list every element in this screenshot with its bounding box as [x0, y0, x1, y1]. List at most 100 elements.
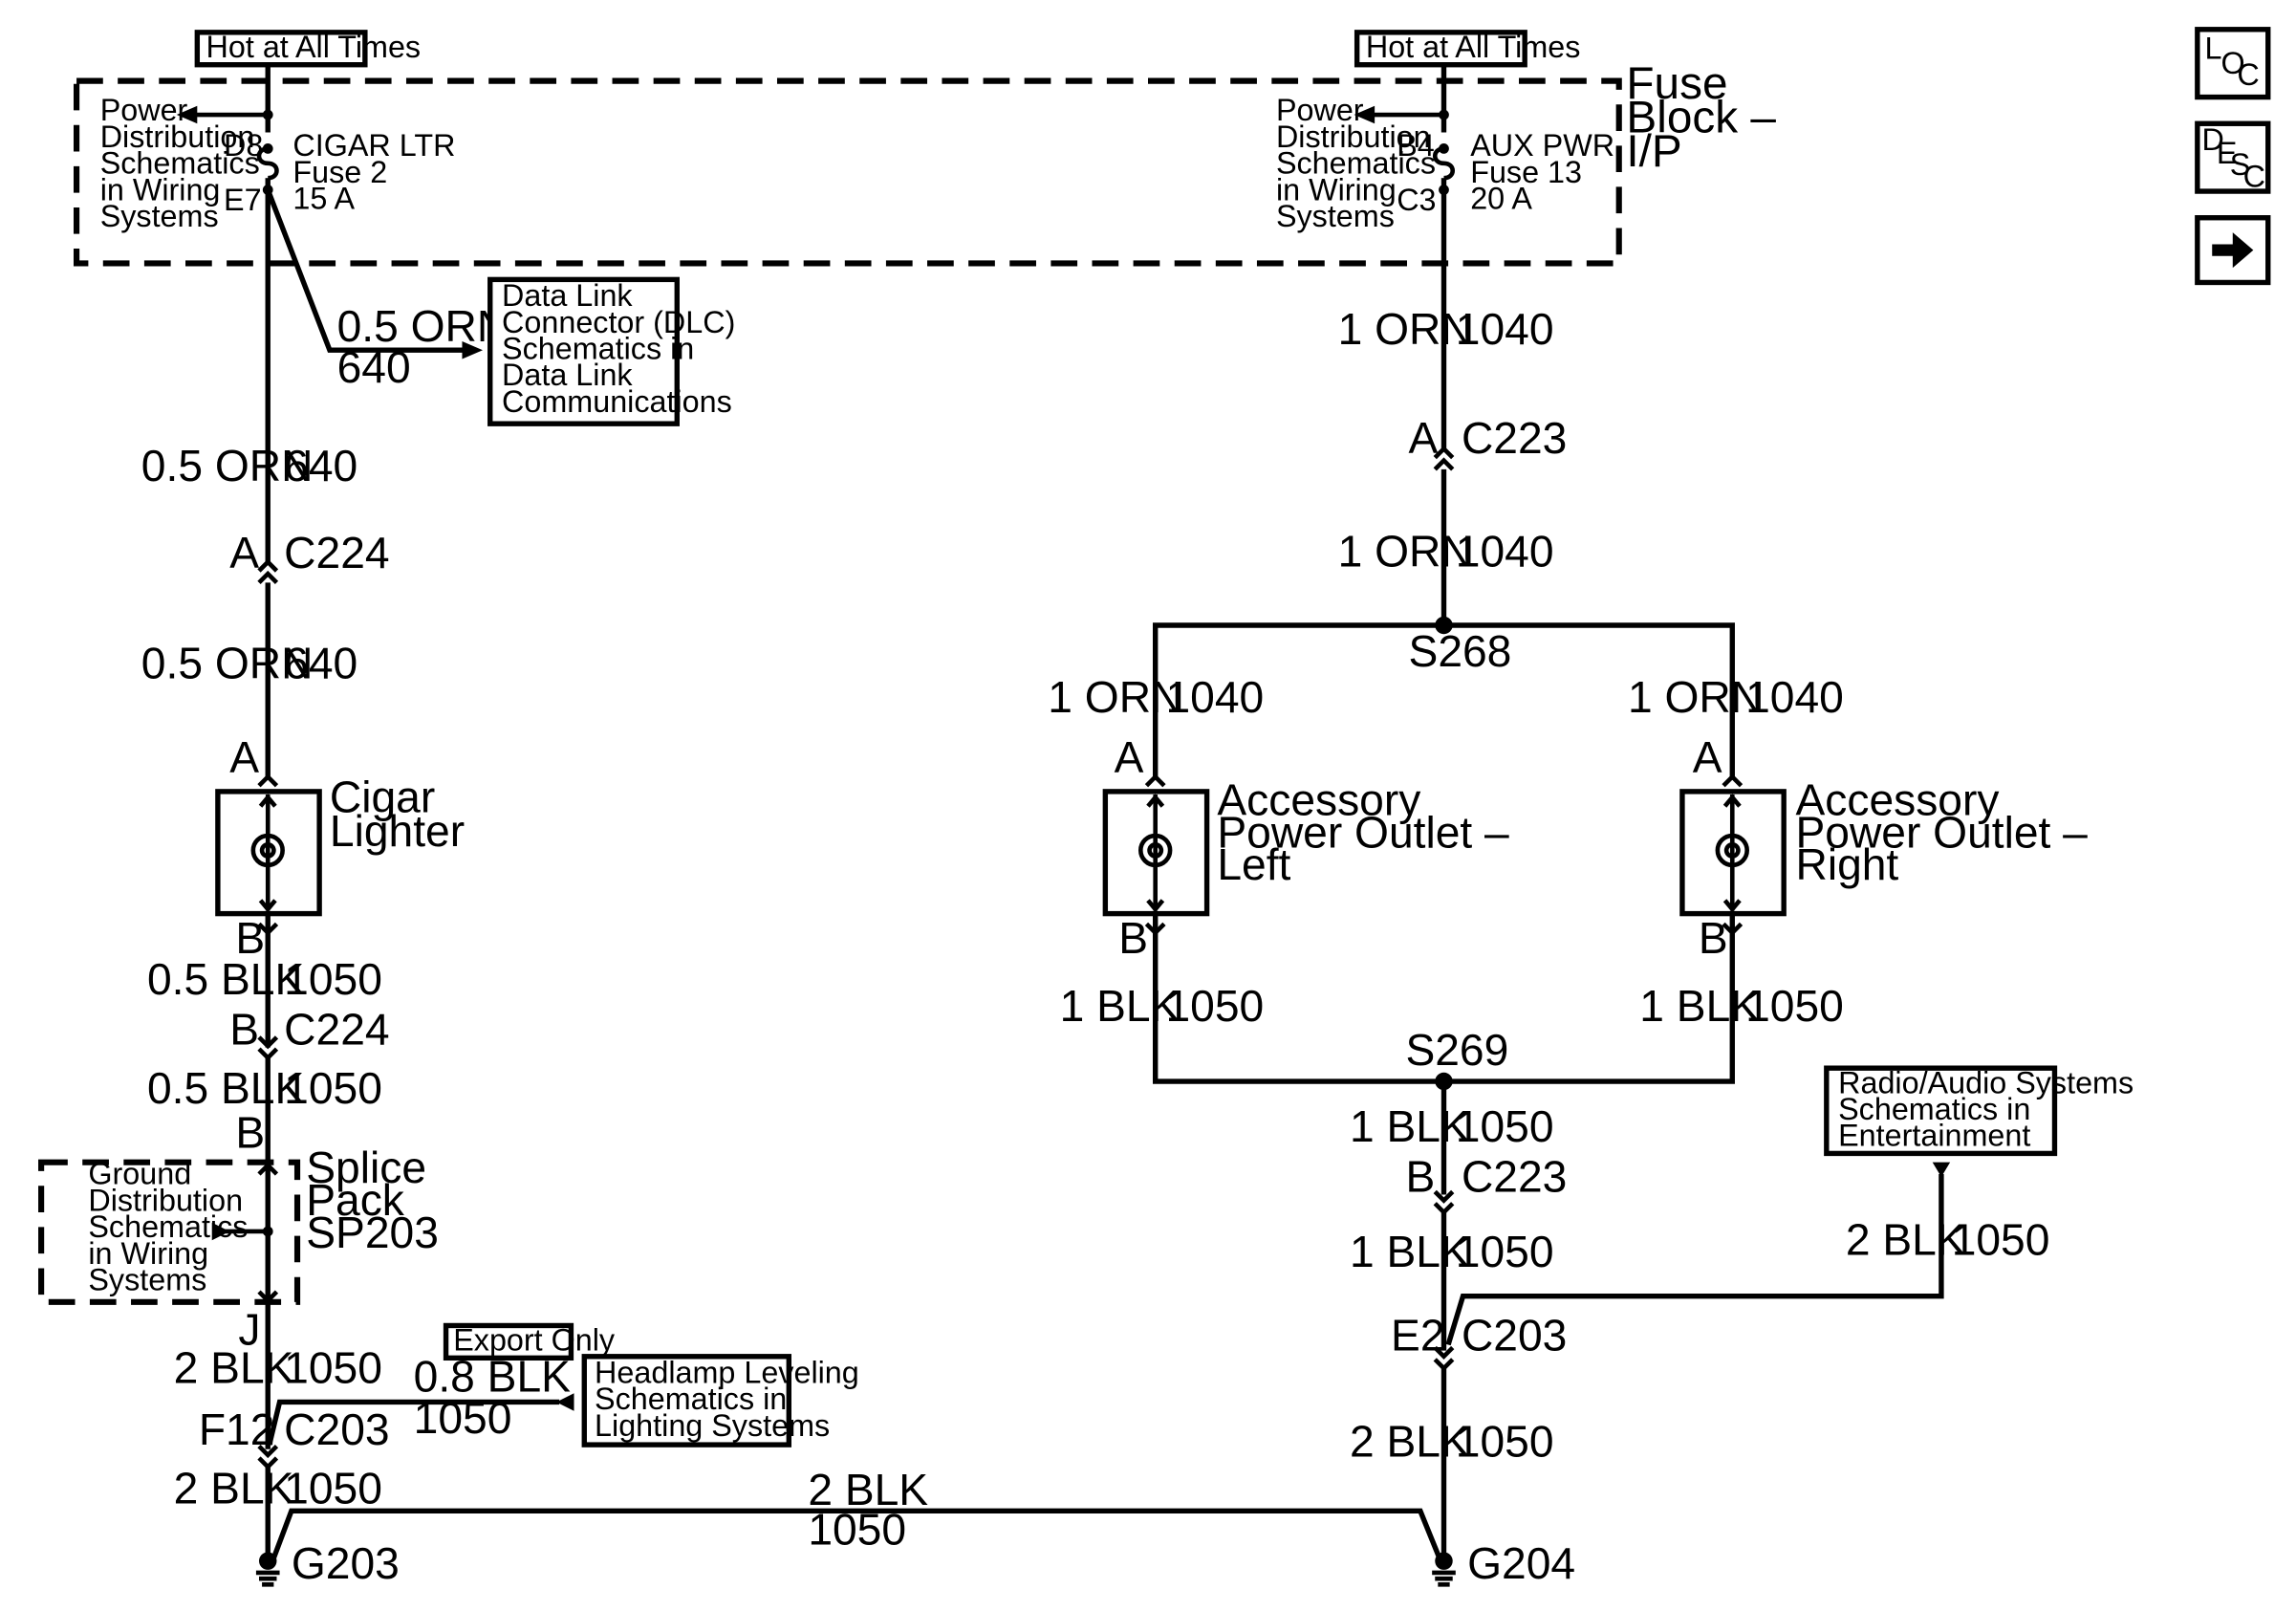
ground-link-circuit: 1050 — [808, 1505, 906, 1555]
wire-s268-branches — [1153, 622, 1735, 780]
splice-pin-b: B — [235, 1107, 265, 1157]
fuse-block-label-2: Block – — [1626, 93, 1776, 143]
dlc-box-line-2: Connector (DLC) — [502, 305, 735, 339]
c224-a-conn: C224 — [284, 528, 389, 577]
fuse-block-label-1: Fuse — [1626, 58, 1727, 109]
ground-link-wire: 2 BLK — [808, 1465, 928, 1514]
splice-name-2: Pack — [306, 1175, 405, 1225]
right-pd-text-1: Power — [1276, 93, 1364, 127]
headlamp-box-frame — [581, 1354, 791, 1448]
left-w1-circuit: 640 — [284, 441, 357, 490]
gd-text-2: Distribution — [88, 1183, 243, 1217]
left-pd-text-5: Systems — [100, 199, 219, 233]
left-w2-circuit: 640 — [284, 638, 357, 687]
desc-letter-s: S — [2230, 147, 2251, 182]
c203-left-conn: C203 — [284, 1404, 389, 1454]
cigar-lighter-icon-inner — [259, 841, 276, 859]
dlc-box-line-4: Data Link — [502, 358, 633, 392]
c224-b-conn: C224 — [284, 1005, 389, 1055]
right-w4-wire: 1 BLK — [1350, 1227, 1470, 1276]
radio-box-line-3: Entertainment — [1838, 1119, 2030, 1153]
connector-c203-f12-icon — [257, 1445, 279, 1470]
right-w5-circuit: 1050 — [1456, 1416, 1554, 1466]
desc-letter-e: E — [2217, 136, 2238, 170]
hot-label-right: Hot at All Times — [1354, 30, 1580, 68]
desc-letter-d: D — [2201, 122, 2223, 157]
ground-icon-g204 — [1432, 1570, 1456, 1587]
hl-wire-label: 0.8 BLK — [414, 1352, 571, 1402]
cigar-lighter-icon — [250, 833, 285, 868]
lighter-pin-a: A — [229, 732, 259, 782]
splice-s269-label: S269 — [1405, 1025, 1508, 1075]
left-w6-wire: 2 BLK — [174, 1464, 294, 1513]
fuse-block-boundary — [73, 77, 1622, 267]
lo-wire: 1 ORN — [1048, 672, 1182, 722]
fuse-icon-left — [256, 146, 279, 181]
ground-g204-label: G204 — [1467, 1538, 1575, 1588]
right-w2-circuit: 1040 — [1456, 526, 1554, 576]
lo-name-2: Power Outlet – — [1217, 807, 1509, 857]
power-outlet-right-icon-inner — [1723, 841, 1741, 859]
hl-box-line-3: Lighting Systems — [595, 1408, 830, 1443]
headlamp-reference-box[interactable]: Headlamp Leveling Schematics in Lighting… — [581, 1354, 859, 1448]
left-w3-circuit: 1050 — [284, 954, 382, 1004]
splice-name-1: Splice — [306, 1143, 426, 1192]
ro-pin-a: A — [1693, 732, 1722, 782]
loc-letter-l: L — [2205, 32, 2222, 66]
left-pd-text-4: in Wiring — [100, 172, 221, 207]
splice-s268-label: S268 — [1409, 626, 1512, 676]
left-fuse-pin-out-label: E7 — [224, 183, 262, 217]
ro-gwire: 1 BLK — [1639, 981, 1760, 1031]
right-pd-text-4: in Wiring — [1276, 172, 1397, 207]
connector-c223-b-icon — [1433, 1189, 1455, 1216]
ro-name-1: Accessory — [1795, 775, 1999, 825]
ro-internal-arrows — [1722, 794, 1742, 913]
power-outlet-left-icon-inner — [1147, 841, 1164, 859]
next-button[interactable] — [2195, 215, 2271, 286]
ro-pin-a-icon — [1722, 773, 1744, 788]
loc-button[interactable]: L O C — [2195, 27, 2271, 100]
radio-arrow-icon — [1932, 1162, 1951, 1178]
right-fuse-pin-out-label: C3 — [1397, 183, 1436, 217]
left-pd-text-3: Schematics — [100, 146, 260, 181]
c203-right-pin: E2 — [1391, 1311, 1444, 1361]
lighter-pin-b: B — [235, 913, 265, 963]
hot-label-left-frame — [194, 30, 368, 68]
ro-wire: 1 ORN — [1628, 672, 1763, 722]
right-pd-arrow-icon — [1354, 105, 1375, 124]
export-only-frame — [443, 1322, 574, 1361]
splice-s269-dot — [1435, 1072, 1453, 1091]
dlc-circuit-label: 640 — [337, 342, 411, 392]
power-outlet-right-icon — [1715, 833, 1749, 868]
left-fuse-pin-in-label: D8 — [224, 128, 263, 163]
hot-label-left: Hot at All Times — [194, 30, 421, 68]
left-fuse-rating: 15 A — [292, 182, 355, 216]
gd-text-5: Systems — [88, 1263, 206, 1297]
ro-pin-b: B — [1699, 913, 1728, 963]
g204-junction — [1435, 1552, 1453, 1570]
dlc-box-line-3: Schematics in — [502, 331, 694, 365]
hl-box-line-2: Schematics in — [595, 1382, 787, 1416]
right-w1-wire: 1 ORN — [1338, 304, 1473, 354]
radio-circuit-label: 1050 — [1952, 1215, 2050, 1265]
dlc-reference-box[interactable]: Data Link Connector (DLC) Schematics in … — [487, 276, 736, 426]
gd-text-1: Ground — [88, 1157, 191, 1191]
ro-name-2: Power Outlet – — [1795, 807, 2088, 857]
dlc-box-line-5: Communications — [502, 384, 732, 419]
left-w5-wire: 2 BLK — [174, 1342, 294, 1392]
left-pd-text-2: Distribution — [100, 120, 255, 154]
radio-wire-label: 2 BLK — [1846, 1215, 1966, 1265]
right-fuse-name: AUX PWR — [1470, 128, 1614, 163]
loc-button-frame — [2195, 27, 2271, 100]
left-w4-circuit: 1050 — [284, 1063, 382, 1113]
c223-a-conn: C223 — [1462, 413, 1567, 463]
radio-reference-box[interactable]: Radio/Audio Systems Schematics in Entert… — [1824, 1065, 2134, 1157]
splice-pack-boundary — [38, 1159, 301, 1305]
right-pd-text-5: Systems — [1276, 199, 1395, 233]
left-fuse-number: Fuse 2 — [292, 155, 387, 189]
lighter-name-1: Cigar — [330, 772, 435, 821]
desc-button[interactable]: D E S C — [2195, 120, 2271, 194]
lo-circuit: 1040 — [1165, 672, 1264, 722]
loc-letter-c: C — [2237, 57, 2259, 92]
wire-radio-ground — [1445, 1173, 1944, 1346]
